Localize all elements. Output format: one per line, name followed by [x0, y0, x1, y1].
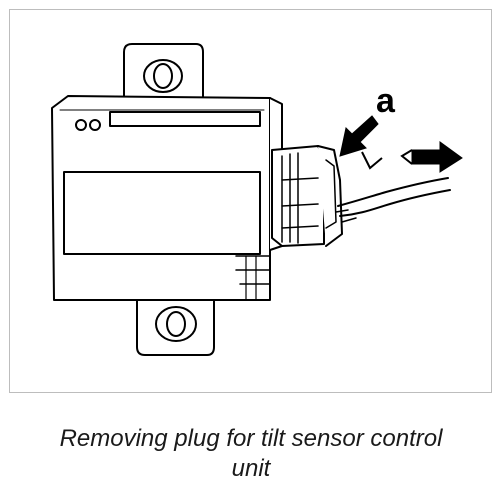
figure-caption: Removing plug for tilt sensor control un…: [0, 424, 502, 484]
connector-plug: [271, 145, 343, 247]
top-mounting-bracket: [123, 43, 204, 109]
bottom-mounting-bracket: [136, 295, 215, 356]
tilt-sensor-illustration: a: [51, 43, 463, 356]
caption-line-1: Removing plug for tilt sensor control: [59, 425, 443, 452]
caption-line-2: unit: [231, 455, 271, 482]
push-arrow-icon: [339, 115, 383, 170]
pull-arrow-icon: [400, 141, 463, 173]
connector-cable: [335, 177, 451, 223]
control-unit-housing: [51, 95, 283, 301]
callout-label: a: [376, 82, 396, 120]
